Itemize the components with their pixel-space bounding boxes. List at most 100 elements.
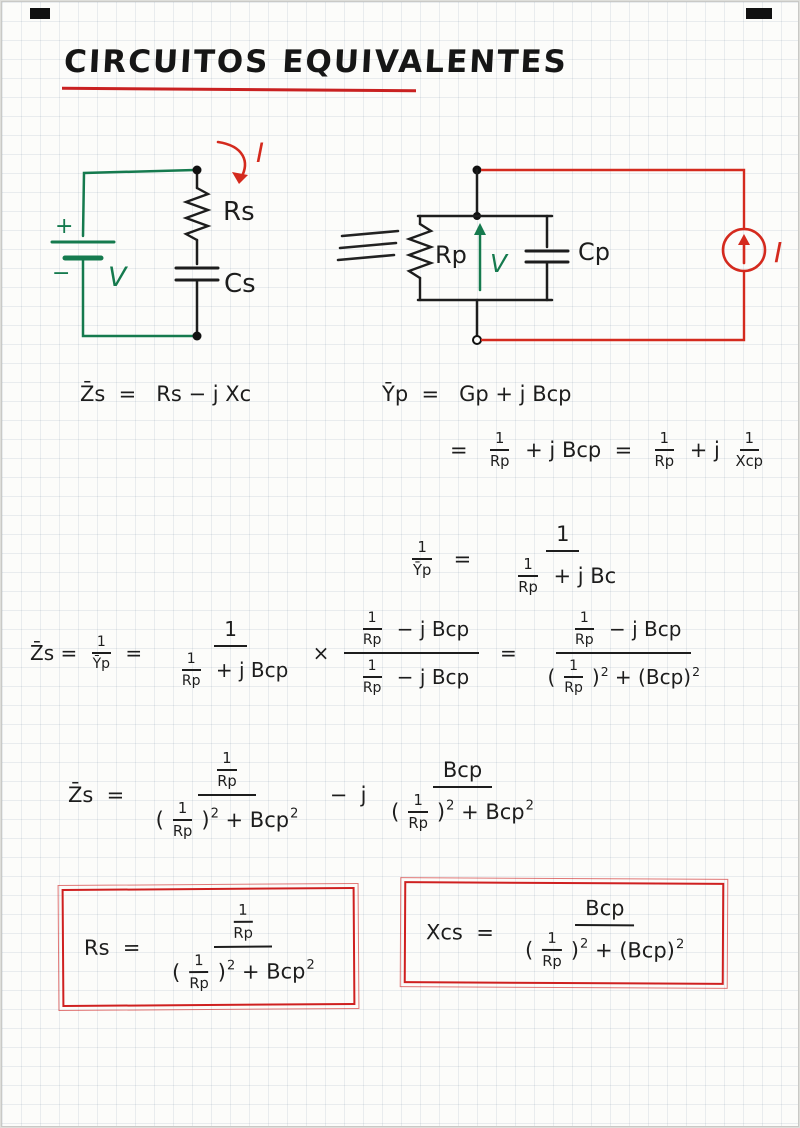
math-token: Bcp [585, 896, 625, 921]
math-token: 2 [692, 663, 700, 679]
math-token: Rp [408, 815, 428, 832]
math-token: + j Bcp = [518, 438, 646, 462]
math-token: Ȳp = Gp + j Bcp [382, 382, 572, 406]
parallel-resistor [405, 222, 435, 280]
equivalence-sign [336, 229, 400, 262]
math-superscript: 2 [692, 663, 700, 678]
math-token: + j [683, 438, 727, 462]
series-current-arrow [216, 140, 247, 180]
circuit-diagram: + − V Rs Cs I [50, 138, 782, 345]
math-token: Rp [217, 773, 237, 790]
battery-minus-label: − [52, 261, 70, 286]
series-resistor [182, 186, 212, 242]
math-token: − j Bcp [390, 665, 470, 689]
math-token: Xcp [735, 453, 763, 470]
math-token: ( [547, 665, 556, 689]
math-superscript: 2 [306, 957, 314, 972]
math-token: 1 [194, 952, 204, 970]
math-token: Rp [233, 924, 253, 942]
series-wire-bottom [81, 256, 196, 338]
math-token: ) [201, 808, 210, 832]
current-source-arrowhead [738, 234, 750, 245]
math-token: Rp [181, 673, 201, 689]
math-token: Rp [362, 632, 382, 648]
math-token: Rp [189, 974, 209, 993]
math-token: 1 [222, 750, 232, 767]
parallel-resistor-label: Rp [435, 241, 467, 269]
equation-yp-line1: Ȳp = Gp + j Bcp [382, 382, 571, 406]
math-token: + Bcp [454, 800, 525, 824]
parallel-capacitor-label: Cp [578, 238, 610, 266]
math-superscript: 2 [601, 663, 609, 678]
math-token: ( [525, 937, 534, 962]
math-token: ) [217, 959, 227, 984]
math-superscript: 2 [227, 958, 235, 973]
math-token: − j [316, 783, 374, 807]
current-source-wire-top [480, 168, 746, 231]
battery-plus-label: + [55, 214, 73, 239]
math-token: = [450, 438, 481, 462]
math-superscript: 2 [290, 806, 298, 821]
parallel-voltage-arrowhead [474, 223, 486, 235]
parallel-circuit: Rp V Cp I [405, 165, 782, 345]
math-token: ( [171, 960, 181, 985]
math-token: ( [155, 808, 164, 832]
math-token: 1 [744, 430, 754, 447]
math-token: 1 [523, 556, 533, 573]
math-token: ) [591, 665, 600, 689]
math-token: 1 [238, 901, 248, 919]
current-source-wire-bottom [480, 269, 746, 342]
math-token: 1 [177, 800, 188, 817]
math-token: Ȳp [92, 656, 111, 672]
math-token: Rp [564, 680, 583, 696]
math-token: − j Bcp [602, 617, 682, 641]
math-superscript: 2 [676, 937, 684, 952]
math-token: = [487, 641, 530, 665]
math-token: Rp [489, 453, 510, 470]
math-token: Rp [542, 952, 562, 970]
series-current-arrowhead [232, 172, 248, 184]
math-token: Z̄s = Rs − j Xc [80, 382, 252, 406]
math-token: 1 [556, 522, 570, 546]
title-underline [61, 86, 417, 93]
math-token: 2 [580, 936, 589, 952]
corner-registration-mark-right [746, 8, 772, 19]
math-token: Rs = [83, 935, 154, 960]
math-token: + j Bc [546, 564, 617, 588]
math-token: 1 [367, 658, 377, 674]
